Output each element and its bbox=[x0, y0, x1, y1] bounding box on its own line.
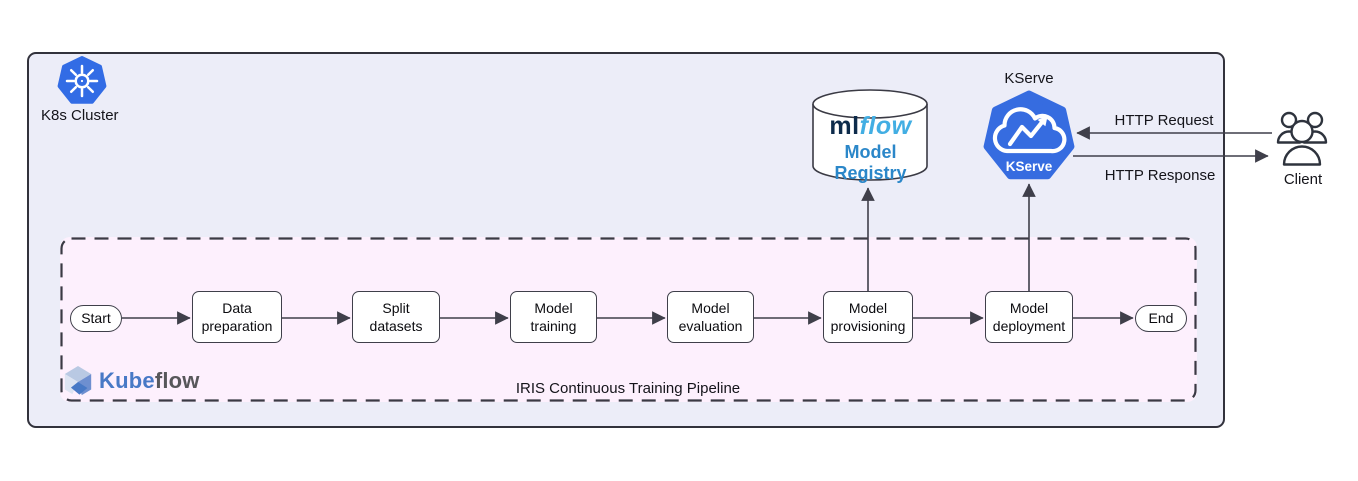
kubeflow-wordmark: Kubeflow bbox=[99, 368, 200, 394]
kserve-cloud-shape bbox=[992, 107, 1067, 154]
node-model-training: Model training bbox=[510, 291, 597, 343]
mlflow-ml-text: ml bbox=[829, 112, 860, 140]
kubeflow-cube-icon bbox=[64, 365, 92, 396]
kubeflow-logo: Kubeflow bbox=[62, 365, 200, 397]
kserve-cloud-arrow-icon: KServe bbox=[983, 90, 1075, 180]
http-request-label: HTTP Request bbox=[1114, 112, 1214, 129]
kserve-caption: KServe bbox=[1004, 70, 1054, 87]
node-end: End bbox=[1135, 305, 1187, 332]
mlflow-logo: mlflow Model Registry bbox=[813, 112, 928, 184]
kserve-trend-arrow bbox=[1007, 118, 1046, 147]
http-response-label: HTTP Response bbox=[1104, 167, 1216, 184]
model-registry-label: Model Registry bbox=[834, 142, 907, 183]
kubernetes-icon bbox=[57, 56, 107, 104]
node-data-preparation: Data preparation bbox=[192, 291, 282, 343]
mlflow-flow-text: flow bbox=[859, 112, 912, 140]
k8s-cluster-label: K8s Cluster bbox=[41, 107, 119, 124]
client-label: Client bbox=[1283, 171, 1323, 188]
pipeline-caption: IRIS Continuous Training Pipeline bbox=[515, 380, 741, 397]
node-model-evaluation: Model evaluation bbox=[667, 291, 754, 343]
people-group-icon bbox=[1276, 111, 1328, 166]
node-model-deployment: Model deployment bbox=[985, 291, 1073, 343]
pipeline-dashed-border bbox=[60, 237, 1197, 402]
node-model-provisioning: Model provisioning bbox=[823, 291, 913, 343]
kubeflow-word-gray: flow bbox=[154, 368, 200, 393]
kserve-badge-label: KServe bbox=[1006, 159, 1053, 174]
mlflow-wordmark: mlflow bbox=[813, 112, 928, 141]
node-start: Start bbox=[70, 305, 122, 332]
node-split-datasets: Split datasets bbox=[352, 291, 440, 343]
kubeflow-word-blue: Kube bbox=[99, 368, 155, 393]
